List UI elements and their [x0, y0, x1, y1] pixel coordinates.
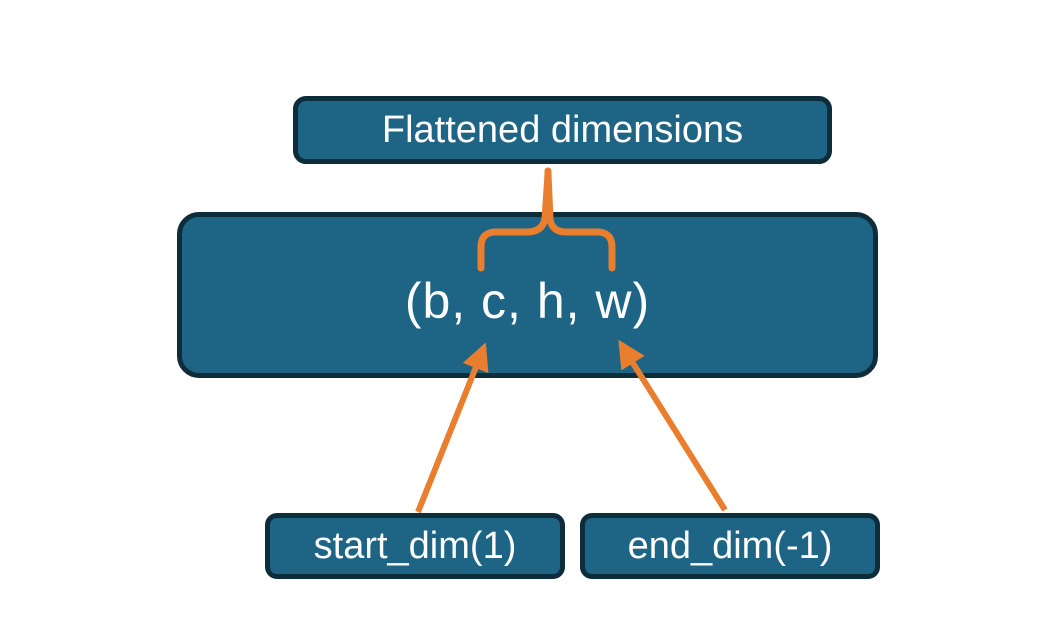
flattened-dimensions-label: Flattened dimensions: [381, 108, 744, 151]
end-dim-box: end_dim(-1): [580, 513, 880, 579]
start-dim-label: start_dim(1): [313, 524, 517, 567]
end-dim-label: end_dim(-1): [627, 524, 833, 567]
tensor-shape-box: (b, c, h, w): [177, 212, 878, 378]
flattened-dimensions-box: Flattened dimensions: [293, 96, 832, 164]
start-dim-box: start_dim(1): [265, 513, 565, 579]
tensor-shape-label: (b, c, h, w): [404, 273, 651, 329]
